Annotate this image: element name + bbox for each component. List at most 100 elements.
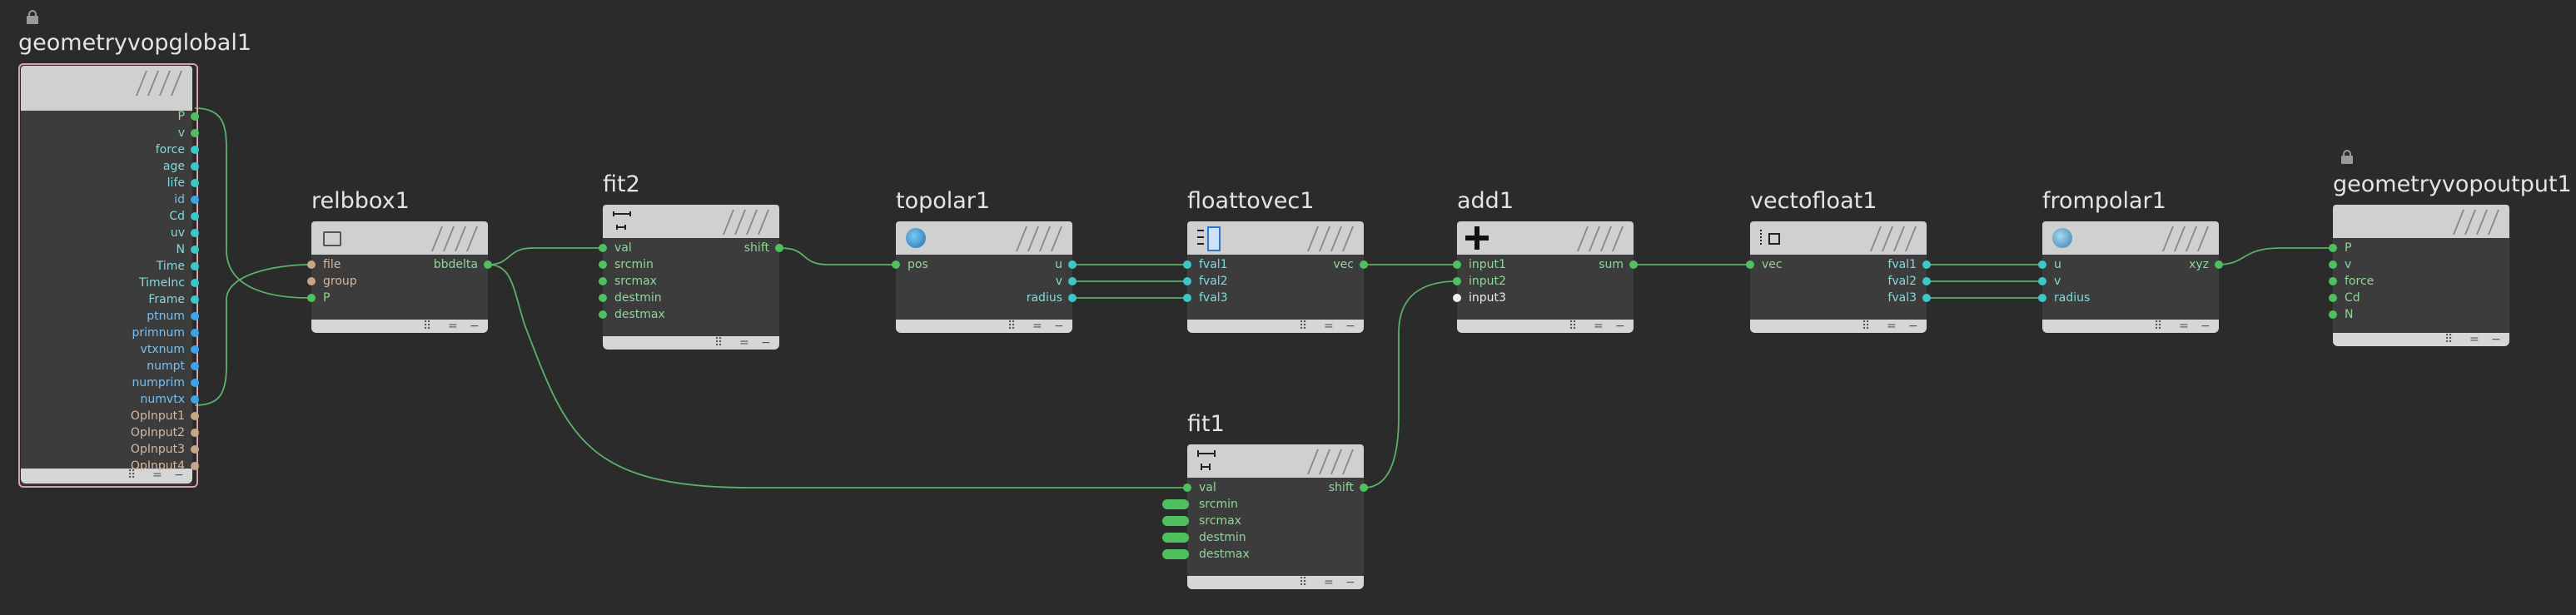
output-port-dot[interactable] [775,244,783,252]
equals-icon[interactable]: = [1032,320,1042,333]
node-footer[interactable]: ⠿ =− [311,320,488,333]
output-port-dot[interactable] [191,395,199,404]
equals-icon[interactable]: = [152,469,162,482]
output-port-dot[interactable] [1360,484,1368,492]
input-port-pill[interactable] [1162,533,1189,543]
input-port-dot[interactable] [599,310,607,319]
output-port-dot[interactable] [191,462,199,470]
grip-icon[interactable]: ⠿ [423,320,432,333]
grip-icon[interactable]: ⠿ [1299,320,1308,333]
minus-icon[interactable]: − [2491,333,2501,346]
input-port-pill[interactable] [1162,499,1189,509]
output-port-dot[interactable] [1068,277,1077,285]
equals-icon[interactable]: = [739,336,749,350]
grip-icon[interactable]: ⠿ [2444,333,2454,346]
node-footer[interactable]: ⠿ =− [896,320,1072,333]
output-port-dot[interactable] [191,146,199,154]
node-footer[interactable]: ⠿=− [2042,320,2219,333]
input-port-dot[interactable] [1183,294,1191,302]
node-footer[interactable]: ⠿ =− [1457,320,1634,333]
output-port-dot[interactable] [1922,294,1931,302]
node-footer[interactable]: ⠿ =− [2333,333,2509,346]
input-port-dot[interactable] [599,294,607,302]
grip-icon[interactable]: ⠿ [1862,320,1871,333]
output-port-dot[interactable] [1068,294,1077,302]
input-port-dot[interactable] [307,294,316,302]
equals-icon[interactable]: = [1887,320,1897,333]
output-port-dot[interactable] [191,229,199,237]
node-header[interactable] [603,205,779,238]
input-port-dot[interactable] [2038,277,2046,285]
output-port-dot[interactable] [191,445,199,454]
output-port-dot[interactable] [191,429,199,437]
output-port-dot[interactable] [1068,260,1077,269]
output-port-dot[interactable] [1922,260,1931,269]
output-port-dot[interactable] [191,112,199,121]
input-port-dot[interactable] [2329,294,2337,302]
output-port-dot[interactable] [191,412,199,420]
output-port-dot[interactable] [2215,260,2223,269]
node-footer[interactable]: ⠿ =− [21,469,192,484]
equals-icon[interactable]: = [1324,576,1334,589]
node-footer[interactable]: ⠿=− [1187,576,1364,589]
equals-icon[interactable]: = [1594,320,1604,333]
input-port-dot[interactable] [1453,260,1461,269]
minus-icon[interactable]: − [761,336,771,350]
equals-icon[interactable]: = [448,320,458,333]
input-port-dot[interactable] [1453,294,1461,302]
input-port-dot[interactable] [307,277,316,285]
output-port-dot[interactable] [1629,260,1638,269]
grip-icon[interactable]: ⠿ [127,469,137,482]
minus-icon[interactable]: − [1054,320,1064,333]
grip-icon[interactable]: ⠿ [2154,320,2163,333]
node-footer[interactable]: ⠿=− [1187,320,1364,333]
output-port-dot[interactable] [191,312,199,320]
input-port-dot[interactable] [307,260,316,269]
output-port-dot[interactable] [191,295,199,304]
output-port-dot[interactable] [484,260,492,269]
grip-icon[interactable]: ⠿ [1569,320,1578,333]
node-footer[interactable]: ⠿=− [1750,320,1927,333]
grip-icon[interactable]: ⠿ [1007,320,1017,333]
node-footer[interactable]: ⠿ =− [603,336,779,350]
input-port-dot[interactable] [599,244,607,252]
output-port-dot[interactable] [191,196,199,204]
minus-icon[interactable]: − [1615,320,1625,333]
equals-icon[interactable]: = [2179,320,2189,333]
node-header[interactable] [21,66,192,111]
output-port-dot[interactable] [191,345,199,354]
output-port-dot[interactable] [191,362,199,370]
input-port-dot[interactable] [2329,310,2337,319]
input-port-dot[interactable] [1453,277,1461,285]
grip-icon[interactable]: ⠿ [1299,576,1308,589]
input-port-dot[interactable] [1183,277,1191,285]
minus-icon[interactable]: − [470,320,480,333]
minus-icon[interactable]: − [1345,320,1355,333]
output-port-dot[interactable] [191,179,199,187]
output-port-dot[interactable] [1360,260,1368,269]
output-port-dot[interactable] [191,262,199,270]
node-header[interactable] [2333,205,2509,238]
output-port-dot[interactable] [191,212,199,221]
minus-icon[interactable]: − [174,469,184,482]
grip-icon[interactable]: ⠿ [714,336,724,350]
input-port-dot[interactable] [599,260,607,269]
output-port-dot[interactable] [1922,277,1931,285]
input-port-dot[interactable] [892,260,900,269]
input-port-dot[interactable] [2038,294,2046,302]
output-port-dot[interactable] [191,379,199,387]
equals-icon[interactable]: = [2469,333,2479,346]
node-header[interactable] [1187,444,1364,478]
input-port-dot[interactable] [2329,277,2337,285]
input-port-dot[interactable] [2329,244,2337,252]
output-port-dot[interactable] [191,329,199,337]
